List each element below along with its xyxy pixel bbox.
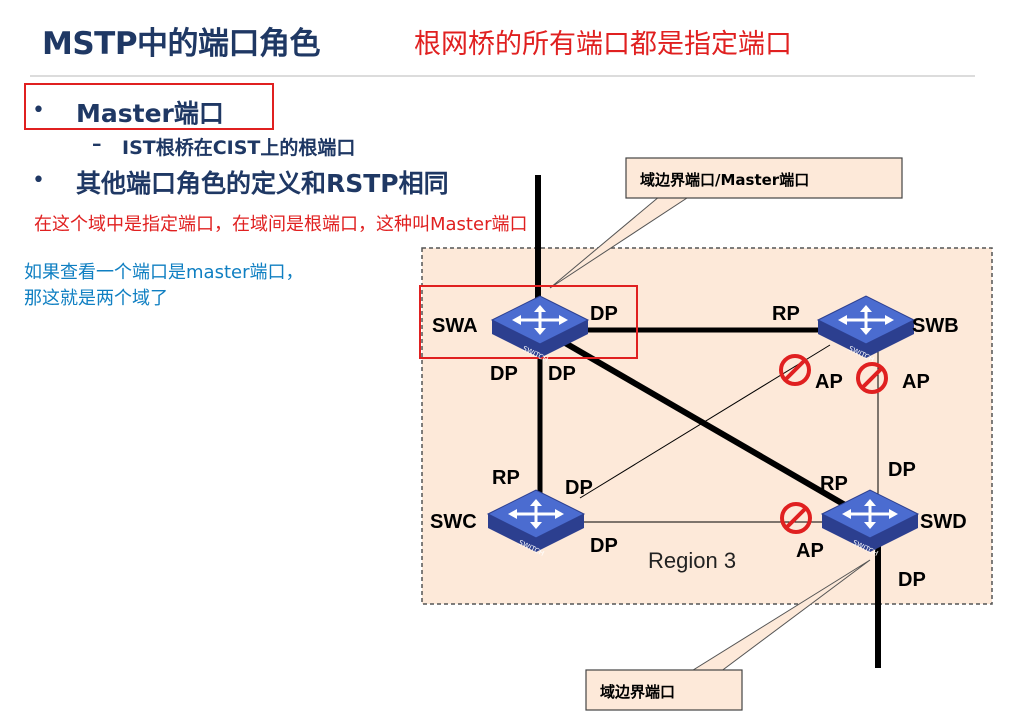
highlight-box-master [24, 83, 274, 130]
callout-box-top [625, 157, 903, 199]
switch-label-swc: SWC [430, 511, 477, 533]
title-divider [30, 75, 975, 77]
highlight-box-swa [419, 285, 638, 359]
port-label-swa-below-left: DP [490, 363, 518, 385]
sub-bullet-master-def: IST根桥在CIST上的根端口 [122, 137, 356, 159]
switch-label-swb: SWB [912, 315, 959, 337]
port-label-swd-top-dp: DP [888, 459, 916, 481]
port-label-swc-diag: DP [565, 477, 593, 499]
sub-bullet-dash: – [92, 133, 102, 155]
bullet-marker: • [32, 98, 45, 123]
bullet-master: Master端口 [76, 99, 224, 128]
port-label-swa-right: DP [590, 303, 618, 325]
note-blue-line1: 如果查看一个端口是master端口， [24, 262, 304, 283]
switch-label-swa: SWA [432, 315, 478, 337]
page-title: MSTP中的端口角色 [42, 26, 321, 62]
port-label-swb-ap2: AP [902, 371, 930, 393]
port-label-swd-left-ap: AP [796, 540, 824, 562]
page-subtitle: 根网桥的所有端口都是指定端口 [414, 29, 792, 60]
region-label: Region 3 [648, 548, 736, 573]
port-label-swb-ap1: AP [815, 371, 843, 393]
note-red: 在这个域中是指定端口，在域间是根端口，这种叫Master端口 [34, 214, 528, 235]
port-label-swb-left: RP [772, 303, 800, 325]
port-label-swc-right: DP [590, 535, 618, 557]
blocked-port-icon [780, 502, 812, 534]
bullet-marker: • [32, 168, 45, 193]
switch-label-swd: SWD [920, 511, 967, 533]
note-blue: 如果查看一个端口是master端口， 那这就是两个域了 [24, 260, 303, 312]
port-label-swa-below-right: DP [548, 363, 576, 385]
blocked-port-icon [856, 362, 888, 394]
callout-text-top: 域边界端口/Master端口 [640, 171, 809, 189]
port-label-swc-top: RP [492, 467, 520, 489]
link-swc-swb [579, 344, 831, 499]
port-label-swd-top-rp: RP [820, 473, 848, 495]
bullet-others: 其他端口角色的定义和RSTP相同 [76, 169, 449, 198]
callout-text-bottom: 域边界端口 [600, 683, 675, 701]
port-label-swd-bottom: DP [898, 569, 926, 591]
callout-box-bottom [585, 669, 743, 711]
note-blue-line2: 那这就是两个域了 [24, 288, 168, 309]
blocked-port-icon [779, 354, 811, 386]
